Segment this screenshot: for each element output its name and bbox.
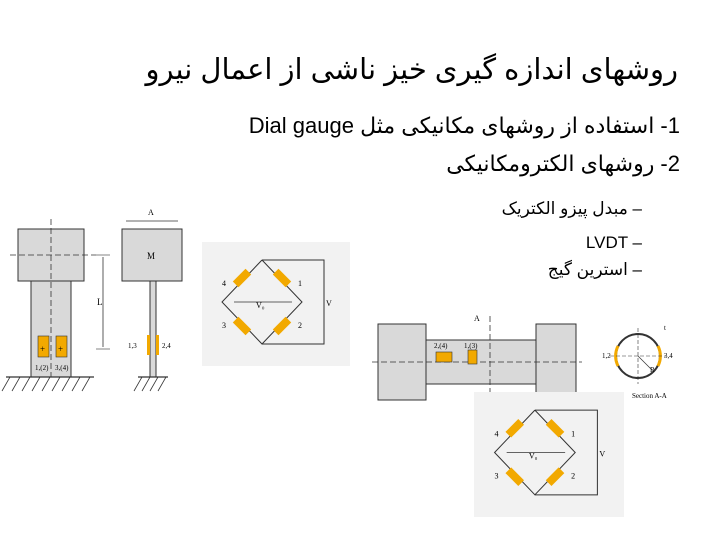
output-voltage-label: V₀ — [256, 301, 265, 310]
section-label-left: 1,2 — [602, 352, 611, 360]
wheatstone-bridge-bottom: 4 1 3 2 V₀ V — [493, 409, 605, 496]
section-mark-top: A — [474, 314, 480, 323]
gauge-label-1-2: 1,(2) — [35, 364, 49, 372]
arm-label-2: 2 — [571, 472, 575, 481]
arm-label-2: 2 — [298, 321, 302, 330]
arm-label-3: 3 — [222, 321, 226, 330]
thickness-label: t — [664, 324, 666, 332]
sub-bullet-lvdt: LVDT – — [585, 233, 642, 252]
arm-label-1: 1 — [298, 279, 302, 288]
length-label: L — [97, 297, 103, 307]
section-caption: Section A-A — [632, 392, 667, 400]
supply-voltage-label: V — [599, 450, 605, 459]
cantilever-beam-diagram: + + 1,(2) 3,(4) L M A 1,3 2,4 — [1, 208, 183, 392]
shaft-gauge-label-2-4: 2,(4) — [434, 342, 448, 350]
radius-label: R — [650, 366, 655, 374]
bullet-mechanical-methods: 1- استفاده از روشهای مکانیکی مثل Dial ga… — [248, 113, 680, 138]
bridge-panel-bottom — [474, 392, 624, 517]
svg-text:+: + — [58, 344, 63, 354]
arm-label-4: 4 — [495, 429, 499, 438]
section-a-a-diagram: 1,2 3,4 t R Section A-A — [602, 324, 673, 400]
svg-text:+: + — [40, 344, 45, 354]
load-label: M — [147, 251, 155, 261]
slide-title: روشهای اندازه گیری خیز ناشی از اعمال نیر… — [145, 54, 678, 86]
bullet-electromechanical-methods: 2- روشهای الکترومکانیکی — [446, 151, 680, 176]
arm-label-4: 4 — [222, 279, 226, 288]
side-gauge-label-1-3: 1,3 — [128, 342, 137, 350]
shaft-diagram: 2,(4) 1,(3) A A — [372, 314, 582, 406]
shaft-gauge-label-1-3: 1,(3) — [464, 342, 478, 350]
sub-bullet-piezoelectric: – مبدل پیزو الکتریک — [501, 199, 642, 218]
output-voltage-label: V₀ — [529, 452, 538, 461]
wheatstone-bridge-top: 4 1 3 2 V₀ V — [221, 259, 332, 345]
arm-label-1: 1 — [571, 429, 575, 438]
width-label: A — [148, 208, 154, 217]
arm-label-3: 3 — [495, 472, 499, 481]
sub-bullet-strain-gauge: – استرین گیج — [547, 260, 642, 279]
side-gauge-label-2-4: 2,4 — [162, 342, 171, 350]
section-label-right: 3,4 — [664, 352, 673, 360]
supply-voltage-label: V — [326, 299, 332, 308]
bridge-panel-top — [202, 242, 350, 366]
gauge-label-3-4: 3,(4) — [55, 364, 69, 372]
